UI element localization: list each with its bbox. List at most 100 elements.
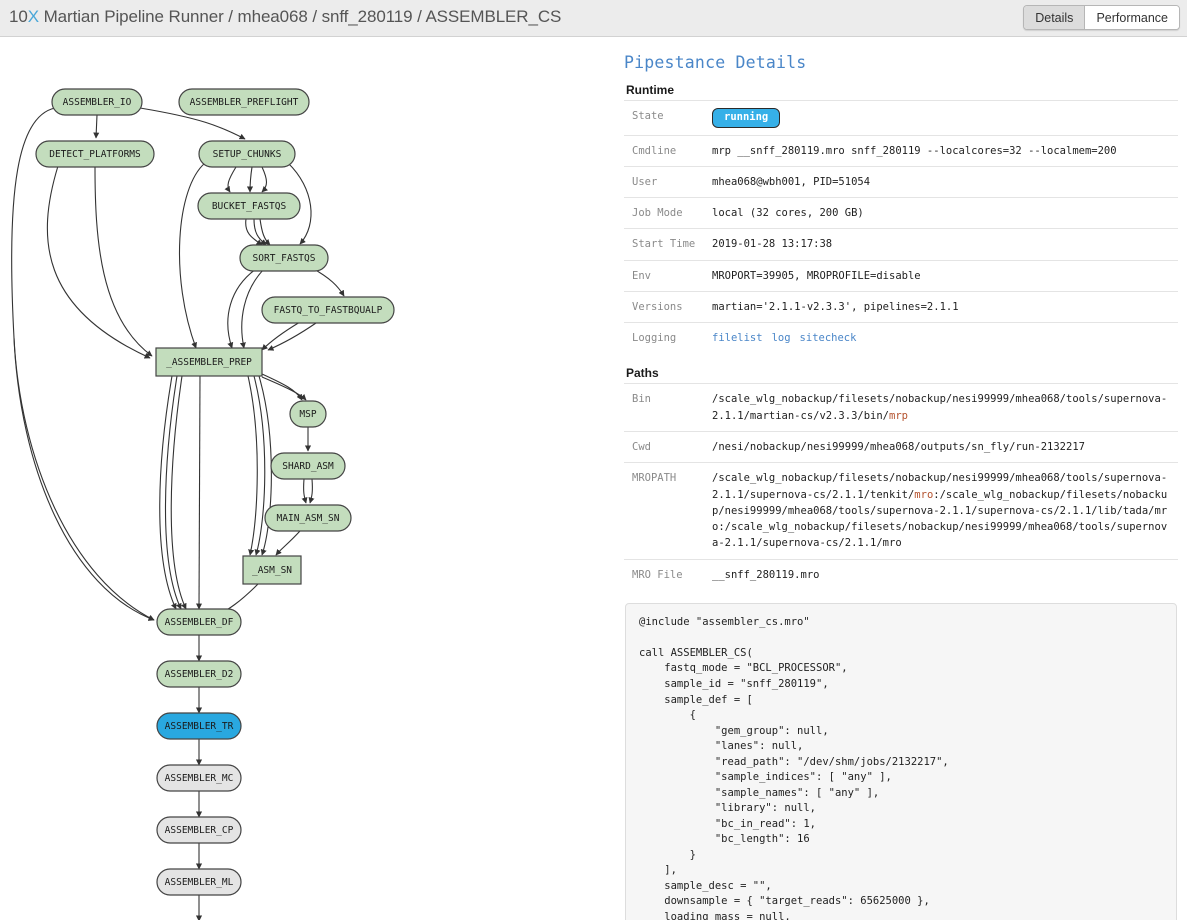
edge xyxy=(195,375,203,610)
node-shape[interactable] xyxy=(156,816,242,844)
pipeline-dag[interactable]: ASSEMBLER_IO ASSEMBLER_PREFLIGHT DETECT_PL… xyxy=(0,38,612,920)
details.paths-value: /nesi/nobackup/nesi99999/mhea068/outputs… xyxy=(706,431,1178,462)
table-row: Job Mode local (32 cores, 200 GB) xyxy=(624,197,1178,229)
node-shape[interactable] xyxy=(156,764,242,792)
node-shape[interactable] xyxy=(178,88,310,116)
edge xyxy=(267,322,317,351)
node-shape[interactable] xyxy=(51,88,143,116)
graph-node-assembler-preflight[interactable]: ASSEMBLER_PREFLIGHT xyxy=(178,88,310,116)
status-badge: running xyxy=(712,108,781,128)
details.paths-value-text: /scale_wlg_nobackup/filesets/nobackup/ne… xyxy=(712,393,1168,422)
tab-details[interactable]: Details xyxy=(1024,6,1085,29)
graph-edge-layer xyxy=(11,107,345,920)
table-row: Cwd/nesi/nobackup/nesi99999/mhea068/outp… xyxy=(624,431,1178,462)
brand-prefix: 10 xyxy=(9,7,28,26)
node-shape[interactable] xyxy=(156,608,242,636)
node-shape[interactable] xyxy=(155,347,263,377)
node-shape[interactable] xyxy=(242,555,302,585)
edge xyxy=(261,321,301,351)
edge xyxy=(227,268,257,349)
edge xyxy=(311,267,345,297)
graph-node-assembler-tr[interactable]: ASSEMBLER_TR xyxy=(156,712,242,740)
edge xyxy=(239,268,265,349)
details.paths-key: MROPATH xyxy=(632,472,677,485)
table-row: MROPATH/scale_wlg_nobackup/filesets/noba… xyxy=(624,462,1178,559)
graph-node-fastq-to-fastbqualp[interactable]: FASTQ_TO_FASTBQUALP xyxy=(261,296,395,324)
details.runtime-value-text: MROPORT=39905, MROPROFILE=disable xyxy=(712,269,921,282)
node-shape[interactable] xyxy=(156,660,242,688)
edge xyxy=(46,165,151,359)
details.runtime-value[interactable]: filelist log sitecheck xyxy=(706,323,1178,354)
edge xyxy=(13,337,155,621)
graph-node-detect-platforms[interactable]: DETECT_PLATFORMS xyxy=(35,140,155,168)
edge xyxy=(179,162,206,349)
node-shape[interactable] xyxy=(270,452,346,480)
node-shape[interactable] xyxy=(289,400,327,428)
graph-node-setup-chunks[interactable]: SETUP_CHUNKS xyxy=(198,140,296,168)
tab-performance[interactable]: Performance xyxy=(1084,6,1179,29)
details.runtime-value: local (32 cores, 200 GB) xyxy=(706,198,1178,229)
graph-node-sort-fastqs[interactable]: SORT_FASTQS xyxy=(239,244,329,272)
edge xyxy=(261,376,307,401)
details.runtime-key: State xyxy=(632,110,664,122)
details.paths-value-text: /scale_wlg_nobackup/filesets/nobackup/ne… xyxy=(712,472,1168,501)
graph-node-msp[interactable]: MSP xyxy=(289,400,327,428)
logging-link-filelist[interactable]: filelist xyxy=(712,332,763,345)
graph-node-layer[interactable]: ASSEMBLER_IO ASSEMBLER_PREFLIGHT DETECT_PL… xyxy=(35,88,395,920)
graph-node-assembler-df[interactable]: ASSEMBLER_DF xyxy=(156,608,242,636)
edge xyxy=(247,375,258,556)
paths-section-heading: Paths xyxy=(626,366,659,381)
details.runtime-key: Job Mode xyxy=(632,207,683,220)
details.runtime-value: MROPORT=39905, MROPROFILE=disable xyxy=(706,260,1178,291)
logging-link-sitecheck[interactable]: sitecheck xyxy=(799,332,857,345)
pipeline-graph-pane[interactable]: ASSEMBLER_IO ASSEMBLER_PREFLIGHT DETECT_PL… xyxy=(0,38,612,920)
edge xyxy=(287,162,312,245)
edge xyxy=(164,375,182,610)
view-tab-group[interactable]: Details Performance xyxy=(1023,5,1180,30)
graph-node-bucket-fastqs[interactable]: BUCKET_FASTQS xyxy=(197,192,301,220)
brand-breadcrumb-rest: Martian Pipeline Runner / mhea068 / snff… xyxy=(38,7,562,26)
details.paths-value: /scale_wlg_nobackup/filesets/nobackup/ne… xyxy=(706,384,1178,432)
node-shape[interactable] xyxy=(198,140,296,168)
details.paths-key: MRO File xyxy=(632,568,683,581)
node-shape[interactable] xyxy=(35,140,155,168)
details.runtime-value-text: martian='2.1.1-v2.3.3', pipelines=2.1.1 xyxy=(712,300,959,313)
logging-link-log[interactable]: log xyxy=(771,332,791,345)
graph-node--asm-sn[interactable]: _ASM_SN xyxy=(242,555,302,585)
table-row: Bin/scale_wlg_nobackup/filesets/nobackup… xyxy=(624,383,1178,432)
app-breadcrumb-title: 10X Martian Pipeline Runner / mhea068 / … xyxy=(9,7,561,27)
details.runtime-key: Env xyxy=(632,269,651,282)
graph-node-assembler-d2[interactable]: ASSEMBLER_D2 xyxy=(156,660,242,688)
graph-node-assembler-cp[interactable]: ASSEMBLER_CP xyxy=(156,816,242,844)
graph-node-assembler-io[interactable]: ASSEMBLER_IO xyxy=(51,88,143,116)
edge xyxy=(261,373,303,401)
node-shape[interactable] xyxy=(239,244,329,272)
details.paths-key: Cwd xyxy=(632,440,651,453)
edge xyxy=(258,375,272,556)
graph-node-assembler-mc[interactable]: ASSEMBLER_MC xyxy=(156,764,242,792)
details.runtime-key: Cmdline xyxy=(632,144,677,157)
graph-node-shard-asm[interactable]: SHARD_ASM xyxy=(270,452,346,480)
edge xyxy=(275,530,301,556)
details.runtime-value-text: local (32 cores, 200 GB) xyxy=(712,207,864,220)
node-shape[interactable] xyxy=(156,712,242,740)
node-shape[interactable] xyxy=(197,192,301,220)
edge xyxy=(93,114,100,139)
node-shape[interactable] xyxy=(156,868,242,896)
details.paths-value-basename: mrp xyxy=(889,409,908,422)
node-shape[interactable] xyxy=(264,504,352,532)
edge xyxy=(11,107,155,621)
graph-node-main-asm-sn[interactable]: MAIN_ASM_SN xyxy=(264,504,352,532)
node-shape[interactable] xyxy=(261,296,395,324)
details.paths-value-text: /nesi/nobackup/nesi99999/mhea068/outputs… xyxy=(712,440,1085,453)
details.runtime-value: mrp __snff_280119.mro snff_280119 --loca… xyxy=(706,135,1178,166)
graph-node--assembler-prep[interactable]: _ASSEMBLER_PREP xyxy=(155,347,263,377)
details.paths-value-tail: :/scale_wlg_nobackup/filesets/nobackup/n… xyxy=(712,488,1168,550)
graph-node-assembler-ml[interactable]: ASSEMBLER_ML xyxy=(156,868,242,896)
table-row: Cmdline mrp __snff_280119.mro snff_280119… xyxy=(624,135,1178,166)
